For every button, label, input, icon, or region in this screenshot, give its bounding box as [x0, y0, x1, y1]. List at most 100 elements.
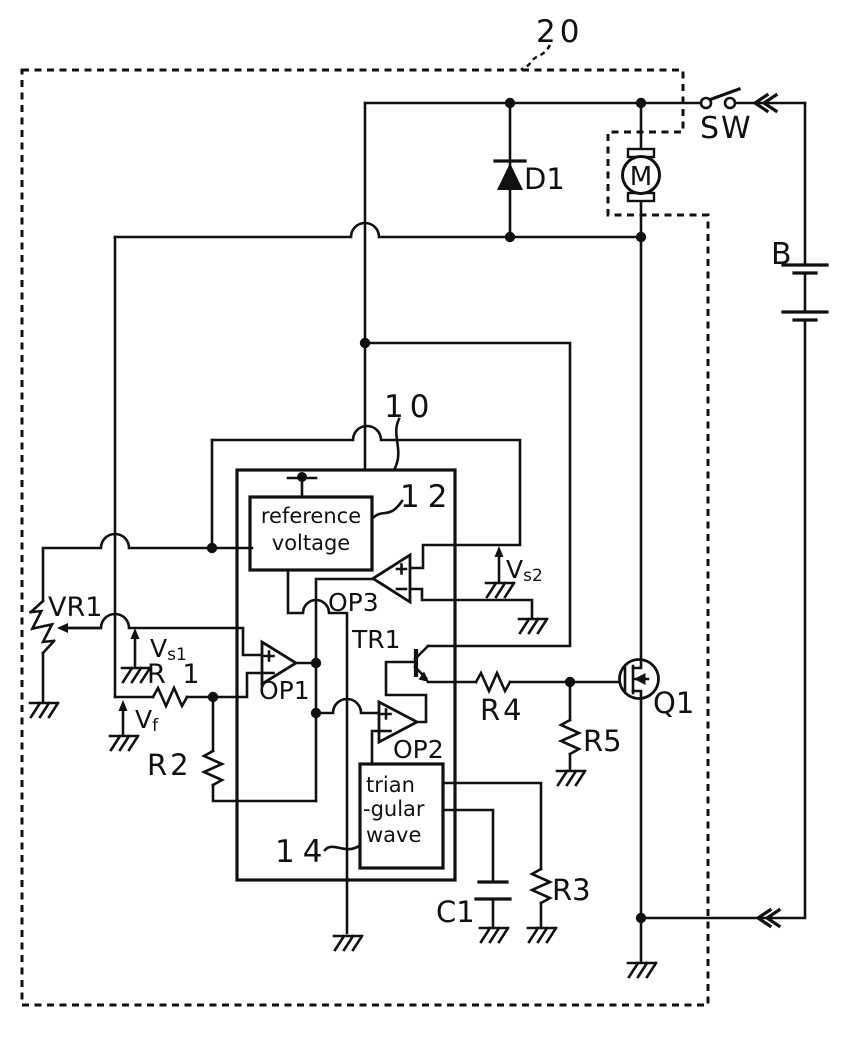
junction-dot — [310, 707, 322, 719]
label-12: 12 — [400, 479, 455, 515]
resistor-r1 — [151, 684, 189, 710]
leader-14 — [323, 844, 361, 852]
label-op1: OP1 — [259, 676, 310, 705]
label-vf: Vf — [135, 705, 159, 736]
label-r4: R4 — [480, 693, 525, 727]
label-10: 10 — [384, 389, 435, 425]
junction-dot — [504, 231, 516, 243]
junction-dot — [207, 691, 219, 703]
op3-plus-icon — [395, 563, 408, 575]
label-trian: trian — [366, 773, 415, 797]
junction-dot — [635, 912, 647, 924]
label-tr1: TR1 — [351, 625, 401, 654]
potentiometer-vr1 — [29, 599, 102, 703]
op2-plus-icon — [380, 708, 392, 720]
switch-contact-left — [699, 96, 713, 110]
label-r5: R5 — [583, 724, 622, 758]
r4-zigzag — [474, 669, 512, 695]
ground-icon-c1 — [478, 926, 510, 944]
labels: 20 10 12 14 SW D1 B VR1 R 1 R2 OP1 OP3 T… — [48, 14, 792, 929]
label-c1: C1 — [436, 895, 475, 929]
label-b: B — [771, 237, 792, 272]
battery-plates — [781, 263, 829, 322]
chevron-top-icon — [752, 92, 779, 114]
ground-icon-r5 — [555, 769, 587, 787]
label-op3: OP3 — [328, 588, 379, 617]
leader-20 — [520, 44, 552, 71]
vr1-zigzag — [29, 609, 56, 644]
resistor-r5 — [557, 718, 583, 756]
tri-box-outline — [358, 762, 445, 870]
chevron-bottom-icon — [755, 907, 782, 929]
junction-dot — [564, 676, 576, 688]
q1-arrow — [634, 673, 646, 685]
op3-minus-route — [408, 587, 534, 619]
vr1-wiper-arrow — [57, 623, 68, 633]
vs1-arrow-head — [130, 628, 140, 639]
label-r3: R3 — [552, 873, 591, 907]
junction-dot — [359, 337, 371, 349]
ground-icon-vs2 — [484, 581, 516, 599]
battery-b — [781, 101, 829, 322]
label-op2: OP2 — [393, 735, 444, 764]
r1-zigzag — [151, 684, 189, 710]
ground-icon-op3 — [517, 617, 549, 635]
diode-triangle — [497, 163, 523, 190]
vf-arrow-head — [118, 700, 128, 711]
resistor-r4 — [474, 669, 512, 695]
ground-icon-q1 — [626, 961, 658, 979]
label-gular: -gular — [363, 797, 425, 821]
motor-letter: M — [630, 162, 652, 192]
opamp-op2 — [377, 699, 421, 745]
r2-zigzag — [200, 749, 226, 787]
dashed-box-20 — [20, 68, 710, 1007]
vr1-top-lead — [29, 599, 45, 614]
r5-zigzag — [557, 718, 583, 756]
collector-rail — [363, 341, 572, 647]
junction-dots — [206, 97, 647, 924]
label-vr1: VR1 — [48, 592, 102, 623]
ground-icon-vs1 — [120, 666, 152, 684]
label-wave: wave — [366, 823, 421, 847]
op1-plus-icon — [263, 650, 275, 662]
vs2-routing — [210, 424, 522, 570]
diode-d1 — [493, 101, 527, 239]
resistor-r3 — [528, 867, 554, 905]
ground-icon-vr1 — [28, 701, 60, 719]
label-r2: R2 — [147, 748, 192, 782]
block-10-outline — [235, 468, 457, 882]
sense-arrows — [118, 546, 504, 736]
capacitor-c1 — [474, 880, 512, 901]
block-10-box — [235, 417, 457, 882]
junction-dot — [206, 542, 218, 554]
switch-sw — [699, 86, 742, 110]
ref-ground-route — [286, 568, 349, 935]
opamp-op1 — [260, 639, 299, 687]
leader-12 — [372, 499, 404, 519]
label-r1: R 1 — [147, 659, 204, 690]
ref-box-outline — [248, 495, 374, 572]
label-d1: D1 — [524, 162, 565, 196]
vr1-bottom-lead — [41, 639, 56, 703]
label-voltage: voltage — [272, 531, 350, 555]
transistor-tr1 — [413, 644, 572, 682]
ground-icon-vf — [108, 734, 140, 752]
ground-symbols — [28, 581, 658, 979]
junction-dot — [297, 472, 307, 482]
switch-contact-right — [723, 96, 737, 110]
vr1-ref-wire — [41, 438, 254, 603]
label-20: 20 — [536, 14, 583, 50]
tr1-collector — [413, 644, 572, 661]
junction-dot — [635, 97, 647, 109]
motor-m: M — [621, 101, 661, 239]
motor-body — [621, 155, 661, 195]
label-reference: reference — [261, 504, 361, 528]
r3-zigzag — [528, 867, 554, 905]
vs2-arrow-head — [494, 546, 504, 557]
ground-icon-r3 — [526, 926, 558, 944]
tri-out-r3 — [441, 781, 543, 928]
reference-voltage-box — [248, 495, 404, 572]
label-vs1: Vs1 — [150, 634, 187, 665]
ground-icon-ref — [332, 934, 364, 952]
